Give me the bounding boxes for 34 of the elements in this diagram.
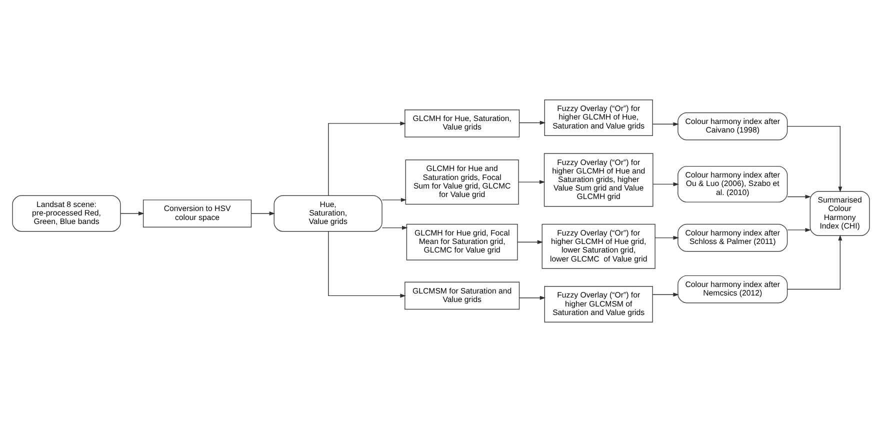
arrow — [519, 120, 546, 125]
arrow — [328, 231, 406, 298]
node-box: GLCMH for Hue, Saturation, Value grids — [404, 110, 520, 138]
arrow — [786, 126, 842, 192]
node-box: Colour harmony index after Schloss & Palmer (2011) — [678, 224, 788, 252]
arrow — [652, 122, 679, 126]
node-box: Hue, Saturation, Value grids — [274, 195, 382, 232]
node-box: Fuzzy Overlay (“Or”) for higher GLCMSM of Saturation and Value grids — [544, 286, 653, 322]
node-box: Fuzzy Overlay (“Or”) for higher GLCMH of Hue and Saturation grids, higher Value Sum grid and Value GLCMH grid — [544, 153, 654, 207]
node-box: Conversion to HSV colour space — [142, 200, 252, 228]
arrow — [787, 228, 811, 232]
arrow — [519, 296, 546, 300]
arrow — [518, 180, 546, 184]
node-box: Landsat 8 scene: pre-processed Red, Green, Blue bands — [12, 195, 121, 232]
node-box: Fuzzy Overlay (“Or”) for higher GLCMH of Hue, Saturation and Value grids — [544, 100, 653, 136]
arrow — [328, 121, 406, 196]
arrow — [517, 240, 544, 244]
arrow — [787, 194, 811, 199]
node-box: Colour harmony index after Nemcsics (2012) — [678, 275, 788, 304]
arrow — [382, 198, 407, 202]
arrow — [652, 182, 680, 186]
arrow — [120, 212, 144, 216]
arrow — [652, 292, 679, 297]
node-box: GLCMH for Hue grid, Focal Mean for Saturation grid, GLCMC for Value grid — [406, 224, 518, 260]
node-box: Summarised Colour Harmony Index (CHI) — [810, 190, 870, 236]
node-box: GLCMSM for Saturation and Value grids — [404, 282, 520, 310]
arrow — [786, 234, 842, 290]
node-box: Fuzzy Overlay (“Or”) for higher GLCMH of Hue grid, lower Saturation grid, lower GLCMC of Value grid — [542, 224, 656, 269]
node-box: Colour harmony index after Caivano (1998) — [678, 112, 788, 140]
arrow — [654, 236, 679, 240]
node-box: GLCMH for Hue and Saturation grids, Focal Sum for Value grid, GLCMC for Value grid — [405, 160, 519, 205]
node-box: Colour harmony index after Ou & Luo (2006), Szabo et al. (2010) — [678, 166, 788, 202]
arrow — [251, 212, 276, 216]
arrow — [382, 226, 408, 230]
